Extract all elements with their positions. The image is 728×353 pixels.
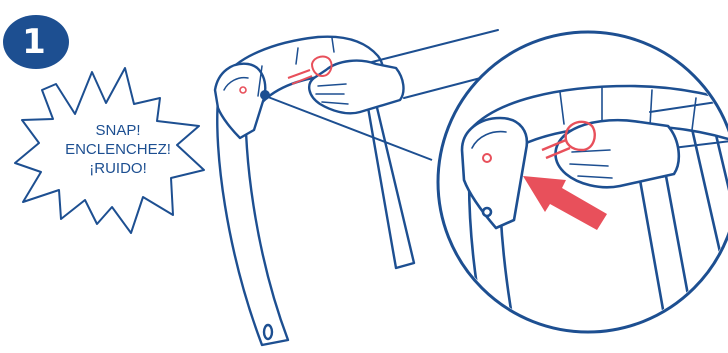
step-number: 1 (22, 25, 46, 59)
callout-line-3: ¡RUIDO! (62, 159, 174, 178)
callout-line-1: SNAP! (62, 121, 174, 140)
callout-line-2: ENCLENCHEZ! (62, 140, 174, 159)
step-badge: 1 (3, 15, 69, 69)
callout-text: SNAP! ENCLENCHEZ! ¡RUIDO! (62, 121, 174, 178)
pointer-dot-icon (260, 90, 270, 100)
